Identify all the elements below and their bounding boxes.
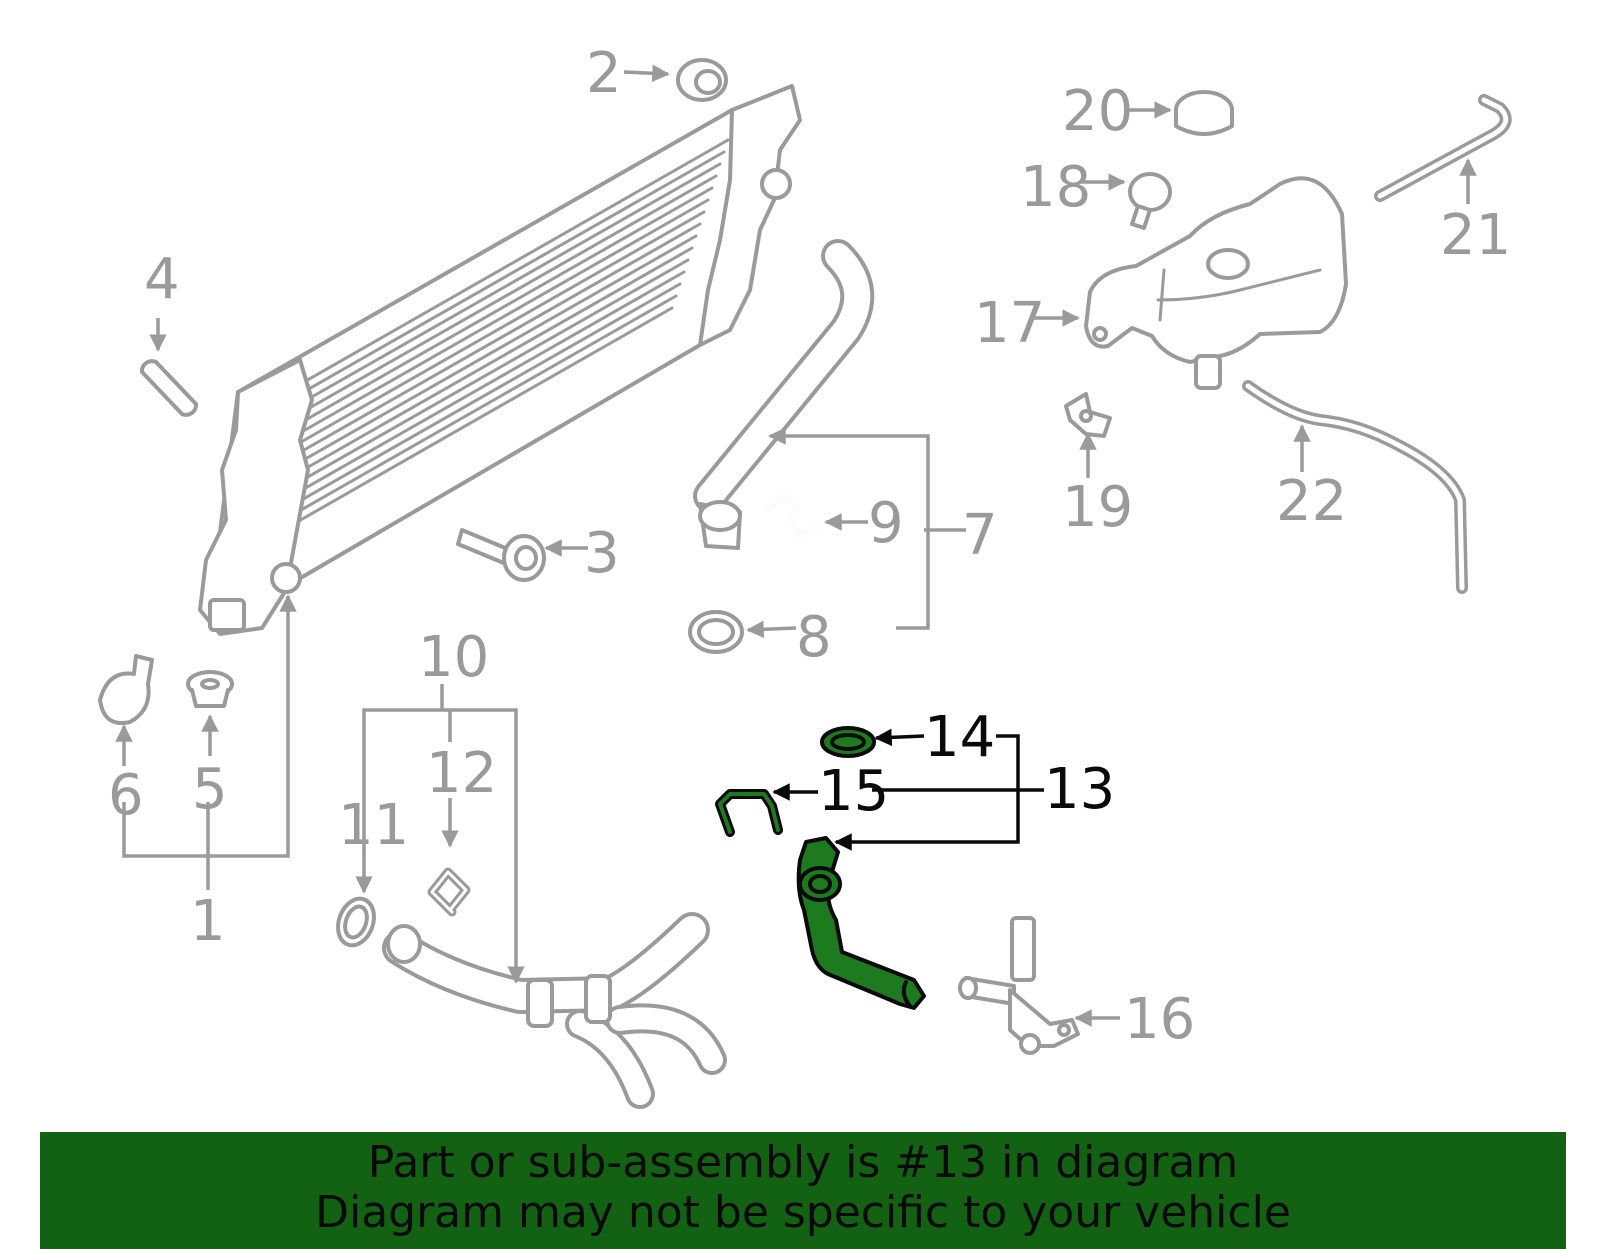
banner-line-1: Part or sub-assembly is #13 in diagram (367, 1137, 1239, 1188)
upper-hose-part-7[interactable] (693, 239, 875, 550)
leader-lines (115, 64, 1477, 1027)
callout-13: 13 (1044, 757, 1115, 822)
callout-9: 9 (868, 491, 904, 556)
callout-21: 21 (1440, 203, 1511, 268)
bracket-part-19[interactable] (1064, 392, 1112, 438)
leader-lines-highlighted (772, 728, 1044, 851)
insulator-part-5[interactable] (186, 670, 234, 708)
callout-8: 8 (796, 605, 832, 670)
callout-16: 16 (1124, 987, 1195, 1052)
callout-14: 14 (924, 705, 995, 770)
vent-hose-part-21[interactable] (1374, 94, 1512, 202)
callout-2: 2 (586, 41, 622, 106)
callout-4: 4 (144, 247, 180, 312)
callout-18: 18 (1020, 155, 1091, 220)
pin-part-4[interactable] (140, 359, 198, 417)
callout-11: 11 (338, 793, 409, 858)
callout-22: 22 (1276, 469, 1347, 534)
banner-line-2: Diagram may not be specific to your vehi… (315, 1187, 1291, 1238)
callout-3: 3 (584, 521, 620, 586)
lower-hose-part-10[interactable] (382, 912, 727, 1109)
radiator-part-1[interactable] (198, 84, 802, 636)
clip-part-15[interactable] (715, 789, 783, 837)
cap-part-20[interactable] (1174, 90, 1234, 136)
callout-19: 19 (1062, 475, 1133, 540)
callout-10: 10 (418, 625, 489, 690)
callout-17: 17 (974, 291, 1045, 356)
o-ring-part-14[interactable] (820, 726, 876, 758)
callout-6: 6 (108, 763, 144, 828)
callout-5: 5 (192, 757, 228, 822)
o-ring-part-8[interactable] (688, 610, 744, 654)
clip-part-9[interactable] (764, 494, 826, 538)
heater-hose-part-13[interactable] (796, 836, 926, 1010)
bolt-part-18[interactable] (1128, 172, 1172, 230)
clip-part-12[interactable] (427, 867, 471, 917)
bolt-part-3[interactable] (456, 528, 546, 582)
callout-1: 1 (190, 889, 226, 954)
overflow-hose-part-22[interactable] (1242, 380, 1468, 594)
grommet-part-2[interactable] (676, 58, 728, 102)
callout-12: 12 (426, 741, 497, 806)
callout-20: 20 (1062, 79, 1133, 144)
reservoir-part-17[interactable] (1084, 176, 1348, 390)
callout-15: 15 (818, 759, 889, 824)
callout-7: 7 (962, 503, 998, 568)
connector-part-16[interactable] (958, 916, 1080, 1055)
callout-numbers: 1 2 3 4 5 6 7 8 9 10 11 12 13 14 15 16 1… (108, 41, 1511, 1052)
info-banner: Part or sub-assembly is #13 in diagram D… (40, 1132, 1566, 1249)
o-ring-part-11[interactable] (332, 894, 380, 951)
bracket-part-6[interactable] (98, 654, 154, 725)
